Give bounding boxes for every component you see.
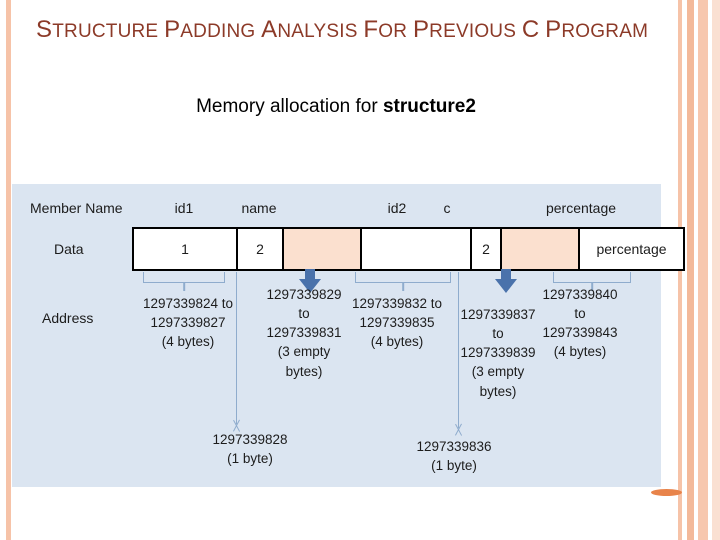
address-block-id2: 1297339832 to 1297339835 (4 bytes) — [338, 294, 456, 351]
title-part-5: A — [261, 16, 278, 43]
subtitle-structure-name: structure2 — [382, 96, 476, 117]
address-line: 1297339843 — [542, 325, 618, 341]
cell-id1: 1 — [134, 229, 238, 269]
title-part-10: REVIOUS — [429, 21, 517, 42]
address-line: (3 empty — [471, 364, 525, 380]
address-line: to — [298, 306, 310, 322]
address-line: 1297339839 — [460, 345, 536, 361]
header-c: c — [443, 200, 451, 216]
memory-layout-diagram: Member Name Data Address id1 name id2 c … — [12, 184, 685, 487]
right-accent-stripe-2 — [687, 0, 694, 540]
address-line: (1 byte) — [431, 458, 477, 474]
address-line: to — [574, 306, 586, 322]
title-part-8: OR — [378, 21, 408, 42]
address-line: (4 bytes) — [370, 334, 424, 350]
title-part-11: C — [521, 16, 540, 43]
title-part-12: P — [545, 16, 562, 43]
title-part-6: NALYSIS — [277, 21, 358, 42]
cell-id2 — [362, 229, 472, 269]
header-id2: id2 — [387, 200, 407, 216]
header-name: name — [241, 200, 277, 216]
subtitle: Memory allocation for structure2 — [0, 96, 672, 118]
address-line: 1297339827 — [150, 315, 226, 331]
left-accent-stripe — [6, 0, 11, 540]
address-block-c-padding: 1297339837 to 1297339839 (3 empty bytes) — [452, 305, 544, 401]
connector-c-byte-arrow-icon — [452, 424, 465, 435]
address-line: (1 byte) — [227, 451, 273, 467]
address-block-c-byte: 1297339836 (1 byte) — [390, 437, 518, 475]
memory-cells-row: 1 2 2 percentage — [132, 227, 685, 271]
decorative-ellipse — [651, 489, 682, 496]
address-block-percentage: 1297339840 to 1297339843 (4 bytes) — [533, 285, 627, 362]
address-line: 1297339835 — [359, 315, 435, 331]
title-part-2: TRUCTURE — [52, 21, 159, 42]
cell-percentage: percentage — [580, 229, 683, 269]
title-part-7: F — [363, 16, 379, 43]
address-line: (4 bytes) — [161, 334, 215, 350]
subtitle-text: Memory allocation for — [196, 96, 383, 117]
row-label-data: Data — [54, 241, 84, 257]
row-label-member-name: Member Name — [30, 200, 123, 216]
padding-arrow-c-head — [495, 279, 517, 293]
cell-c-byte: 2 — [472, 229, 502, 269]
address-line: (3 empty — [277, 344, 331, 360]
address-line: to — [492, 326, 504, 342]
address-line: 1297339840 — [542, 287, 618, 302]
padding-arrow-name-head — [299, 279, 321, 293]
address-line: 1297339829 — [266, 287, 342, 302]
address-line: 1297339828 — [212, 432, 288, 447]
address-line: bytes) — [479, 383, 517, 399]
brace-id2 — [355, 272, 451, 291]
brace-id1-tick — [183, 282, 185, 291]
address-line: 1297339832 to — [351, 296, 443, 311]
padding-arrow-c-icon — [495, 269, 517, 293]
address-line: (4 bytes) — [553, 344, 607, 360]
connector-c-byte — [458, 272, 460, 428]
cell-name-padding — [284, 229, 362, 269]
right-accent-stripe-3 — [698, 0, 708, 540]
address-line: bytes) — [285, 363, 323, 379]
header-id1: id1 — [174, 200, 194, 216]
address-block-id1: 1297339824 to 1297339827 (4 bytes) — [128, 294, 248, 351]
padding-arrow-c-stem — [501, 269, 511, 280]
brace-id1 — [143, 272, 225, 291]
padding-arrow-name-icon — [299, 269, 321, 293]
header-percentage: percentage — [545, 200, 617, 216]
cell-name-byte: 2 — [238, 229, 284, 269]
address-block-name-padding: 1297339829 to 1297339831 (3 empty bytes) — [258, 285, 350, 381]
title-part-3: P — [164, 16, 181, 43]
brace-percentage-tick — [591, 282, 593, 291]
title-part-4: ADDING — [180, 21, 256, 42]
title-part-13: ROGRAM — [561, 21, 649, 42]
row-label-address: Address — [42, 310, 94, 326]
brace-percentage — [553, 272, 631, 291]
address-line: 1297339837 — [460, 307, 536, 322]
title-part-1: S — [36, 16, 53, 43]
address-line: 1297339831 — [266, 325, 342, 341]
brace-id2-tick — [402, 282, 404, 291]
right-accent-stripe-4 — [712, 0, 720, 540]
cell-c-padding — [502, 229, 580, 269]
connector-name-byte — [236, 272, 238, 424]
address-line: 1297339824 to — [142, 296, 234, 311]
address-line: 1297339836 — [416, 439, 492, 454]
page-title: STRUCTURE PADDING ANALYSIS FOR PREVIOUS … — [36, 16, 656, 44]
padding-arrow-name-stem — [305, 269, 315, 280]
title-part-9: P — [412, 16, 430, 43]
address-block-name-byte: 1297339828 (1 byte) — [186, 430, 314, 468]
